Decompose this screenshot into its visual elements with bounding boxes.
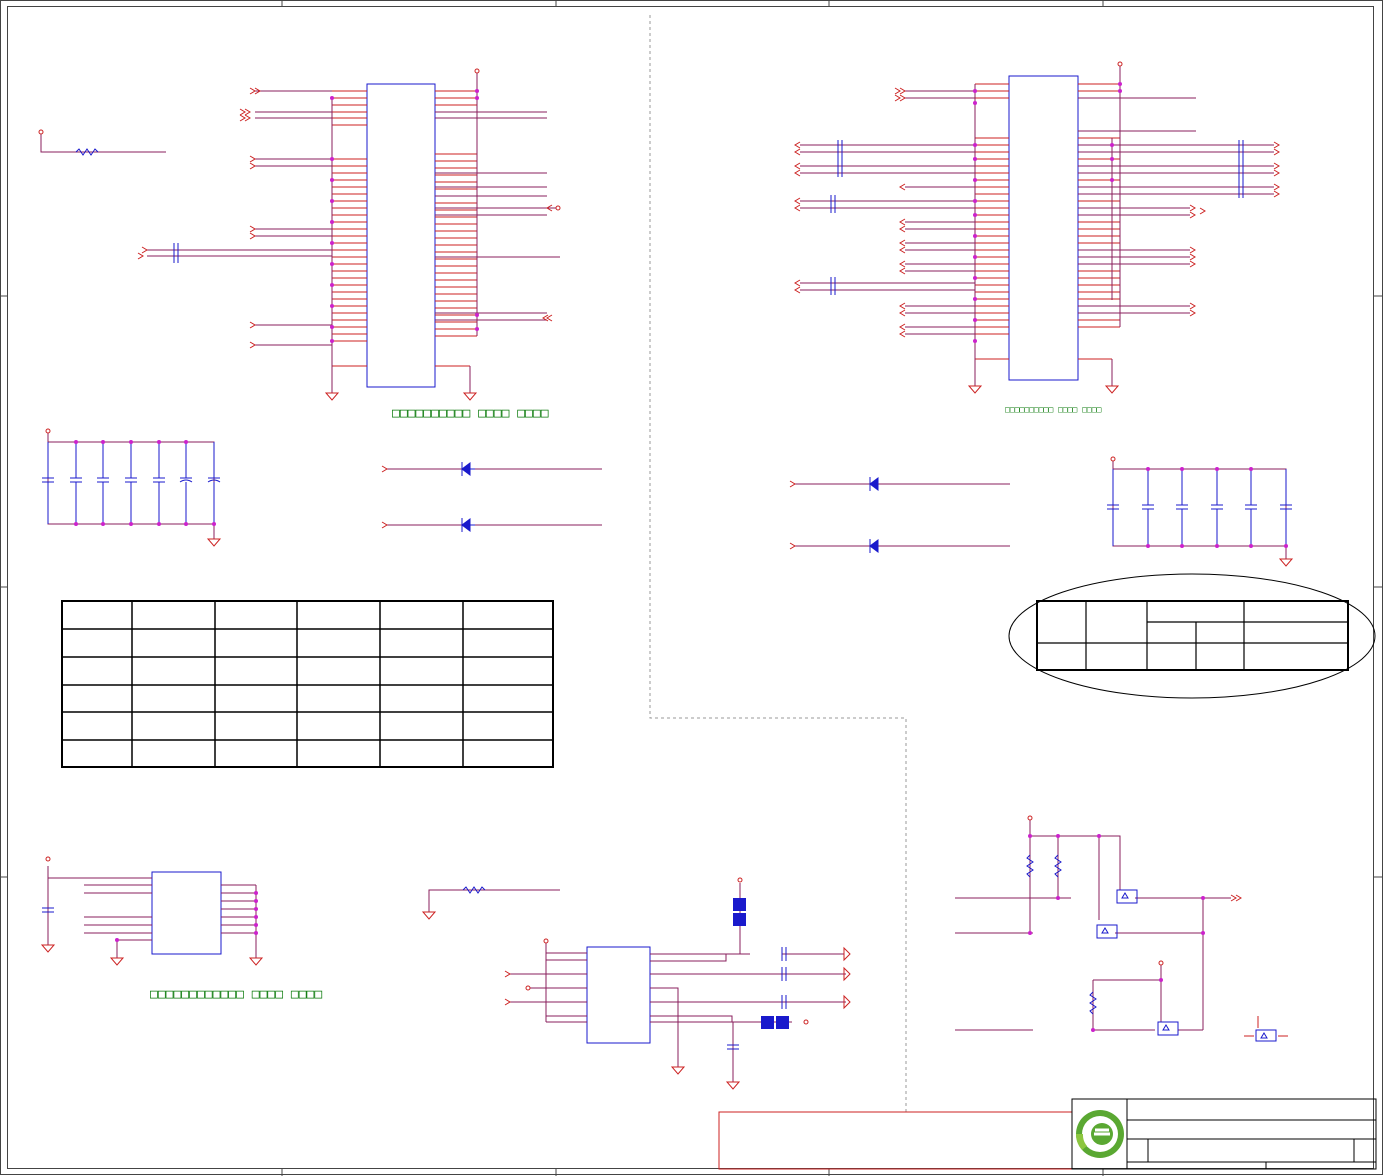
tvs-diodes-left [381,462,602,532]
u2-left-pin-stubs [975,83,1120,360]
bottom-right-mosfet-circuit [955,815,1288,1042]
ground-icon [1278,558,1294,567]
tvs-diode-icon [869,477,879,553]
section-divider [649,15,907,1112]
ground-icon [421,911,437,920]
u2-connector-arrows [794,61,1280,394]
bottom-middle-circuit [421,877,851,1090]
u1-left-pin-stubs [332,90,477,367]
ic-body-u4 [586,946,651,1044]
u2-capacitors [830,140,1244,295]
note-top-left: □□□□□□□□□□ □□□□ □□□□ [392,406,549,421]
capacitor-c1 [173,243,179,263]
top-left-connector-block [38,68,561,401]
option-table-left [61,600,554,768]
resistor-r1 [75,148,99,156]
ground-icon [40,944,264,966]
decoupling-bank-left [42,428,222,547]
company-logo-icon [1075,1110,1124,1158]
ic-body-u3 [151,871,222,955]
title-block [718,1098,1377,1170]
decoupling-bank-right [1107,456,1294,567]
tvs-diodes-right [789,477,1010,553]
u1-connector-arrows [38,68,561,349]
tvs-diode-icon [461,462,475,532]
u1-junctions [330,89,479,343]
connector-body-u1 [366,83,436,388]
u2-wires [800,66,1274,386]
bottom-left-ic-block [40,856,264,966]
u1-wires [40,72,560,393]
note-top-right: □□□□□□□□□□ □□□□ □□□□ [1005,405,1102,414]
connector-body-u2 [1008,75,1079,381]
ground-icon [206,538,222,547]
option-table-right [1008,573,1376,699]
u2-junctions [973,82,1122,343]
ground-icon [670,1066,741,1090]
note-bottom-left: □□□□□□□□□□□□ □□□□ □□□□ [150,987,323,1002]
top-right-connector-block [794,61,1280,394]
ground-icon [324,392,478,401]
